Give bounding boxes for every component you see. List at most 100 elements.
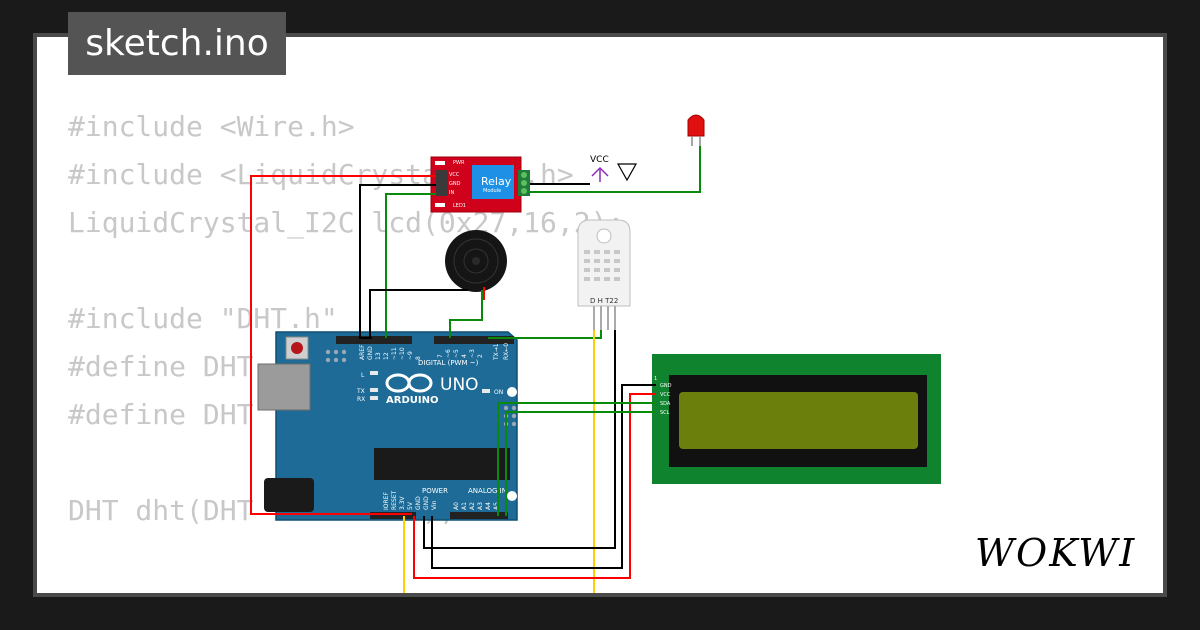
pin-label: 2: [477, 354, 484, 358]
power-jack-icon: [264, 478, 314, 512]
pin-label: GND: [367, 346, 374, 360]
wire-red: [250, 175, 436, 515]
mount-hole-icon: [507, 491, 517, 501]
led-on-icon: [482, 389, 490, 393]
digital-header-label: DIGITAL (PWM ~): [418, 359, 479, 367]
pin-label: 13: [375, 352, 382, 360]
top-header-right: [434, 336, 514, 344]
pin-label: ~5: [453, 349, 460, 358]
arduino-uno-board[interactable]: AREF GND 13 12 ~11 ~10 ~9 8 7 ~6 ~5 4 ~3…: [257, 331, 518, 521]
reset-button-cap-icon: [291, 342, 303, 354]
pin-label: A2: [469, 502, 476, 510]
pin-label: A5: [493, 502, 500, 510]
led-l-label: L: [361, 372, 365, 379]
pin-label: ~9: [407, 351, 414, 360]
wokwi-logo-text: WOKWI: [975, 531, 1136, 575]
relay-pin-label: IN: [449, 190, 454, 196]
wire-green: [505, 411, 656, 516]
bottom-pin-labels: IOREF RESET 3.3V 5V GND GND Vin A0 A1 A2…: [383, 490, 500, 510]
file-title-tab[interactable]: sketch.ino: [68, 12, 286, 75]
analog-header-label: ANALOG IN: [468, 487, 507, 495]
pin-label: TX→1: [493, 343, 500, 361]
wire-green: [449, 290, 483, 338]
pin-label: ~3: [469, 349, 476, 358]
power-header: [370, 512, 416, 519]
atmega-chip-icon: [374, 448, 510, 480]
pin-label: IOREF: [383, 492, 390, 510]
lcd-pin-label: SDA: [660, 401, 671, 407]
top-pin-labels: AREF GND 13 12 ~11 ~10 ~9 8 7 ~6 ~5 4 ~3…: [359, 343, 510, 361]
power-header-label: POWER: [422, 487, 448, 495]
icsp-header-icon: [325, 349, 347, 363]
pin-label: AREF: [359, 344, 366, 360]
analog-header: [450, 512, 508, 519]
code-line: #include <Wire.h>: [68, 110, 355, 143]
vcc-power-symbol[interactable]: VCC: [590, 155, 609, 182]
code-line: int DHT_PIN = 2;: [68, 583, 624, 593]
arduino-infinity-logo-icon: [385, 373, 433, 393]
pin-label: A0: [453, 502, 460, 510]
pin-label: RESET: [391, 490, 398, 510]
board-model-label: UNO: [440, 375, 479, 395]
pin-label: A4: [485, 502, 492, 510]
pin-label: ~6: [445, 349, 452, 358]
pin-label: A1: [461, 502, 468, 510]
relay-out-label: COM: [534, 179, 540, 191]
pin-label: GND: [415, 496, 422, 510]
wokwi-logo[interactable]: WOKWI: [975, 528, 1155, 576]
pin-label: GND: [423, 496, 430, 510]
pin-label: RX←0: [503, 343, 510, 360]
pin-label: 7: [437, 354, 444, 358]
relay-pin-label: VCC: [449, 172, 460, 178]
board-brand-label: ARDUINO: [386, 395, 438, 406]
pin-label: 8: [415, 356, 422, 360]
wire-black: [423, 330, 616, 549]
led-on-label: ON: [494, 389, 503, 396]
lcd-screen: [679, 392, 918, 449]
relay-module[interactable]: Relay Module PWR VCC GND IN LED1 NC COM …: [430, 156, 540, 213]
wire-black: [431, 384, 656, 569]
vcc-label: VCC: [590, 155, 609, 165]
pin-label: ~10: [399, 347, 406, 360]
pin-label: A3: [477, 502, 484, 510]
lcd-pin-label: VCC: [660, 392, 671, 398]
led-rx-icon: [370, 396, 378, 400]
led-tx-icon: [370, 388, 378, 392]
lcd-pin-label: SCL: [660, 410, 670, 416]
mount-hole-icon: [507, 387, 517, 397]
wire-black: [359, 184, 436, 339]
relay-sublabel: Module: [483, 188, 501, 194]
led-tx-label: TX: [356, 388, 365, 395]
usb-connector-icon: [257, 363, 311, 411]
pin-label: 4: [461, 354, 468, 358]
led-l-icon: [370, 371, 378, 375]
ground-symbol-icon[interactable]: [616, 163, 638, 182]
pin-label: ~11: [391, 347, 398, 360]
top-header-left: [336, 336, 412, 344]
dht22-sensor[interactable]: D H T22: [577, 219, 631, 330]
pin-label: 3.3V: [399, 495, 406, 510]
red-led[interactable]: [687, 114, 705, 146]
buzzer[interactable]: [445, 230, 507, 292]
wire-black: [369, 289, 468, 338]
wire-red: [413, 393, 656, 579]
lcd-pin1-label: 1: [654, 376, 657, 382]
wire-green: [530, 146, 701, 193]
relay-label: Relay: [481, 175, 512, 188]
wires: [250, 146, 701, 593]
relay-block: [472, 165, 514, 199]
code-line: #include "DHT.h": [68, 302, 338, 335]
wire-green: [385, 193, 436, 338]
led-rx-label: RX: [357, 396, 365, 403]
relay-out-label: NC: [534, 172, 540, 180]
pin-label: 12: [383, 352, 390, 360]
relay-pin-label: PWR: [453, 160, 465, 166]
lcd-1602-display[interactable]: 1 GND VCC SDA SCL: [652, 354, 941, 484]
relay-pin-label: GND: [449, 181, 461, 187]
code-line: #define DHT: [68, 350, 254, 383]
pin-label: Vin: [431, 500, 438, 510]
pin-label: 5V: [407, 501, 414, 510]
code-line: #define DHT: [68, 398, 254, 431]
wire-green: [497, 402, 656, 516]
